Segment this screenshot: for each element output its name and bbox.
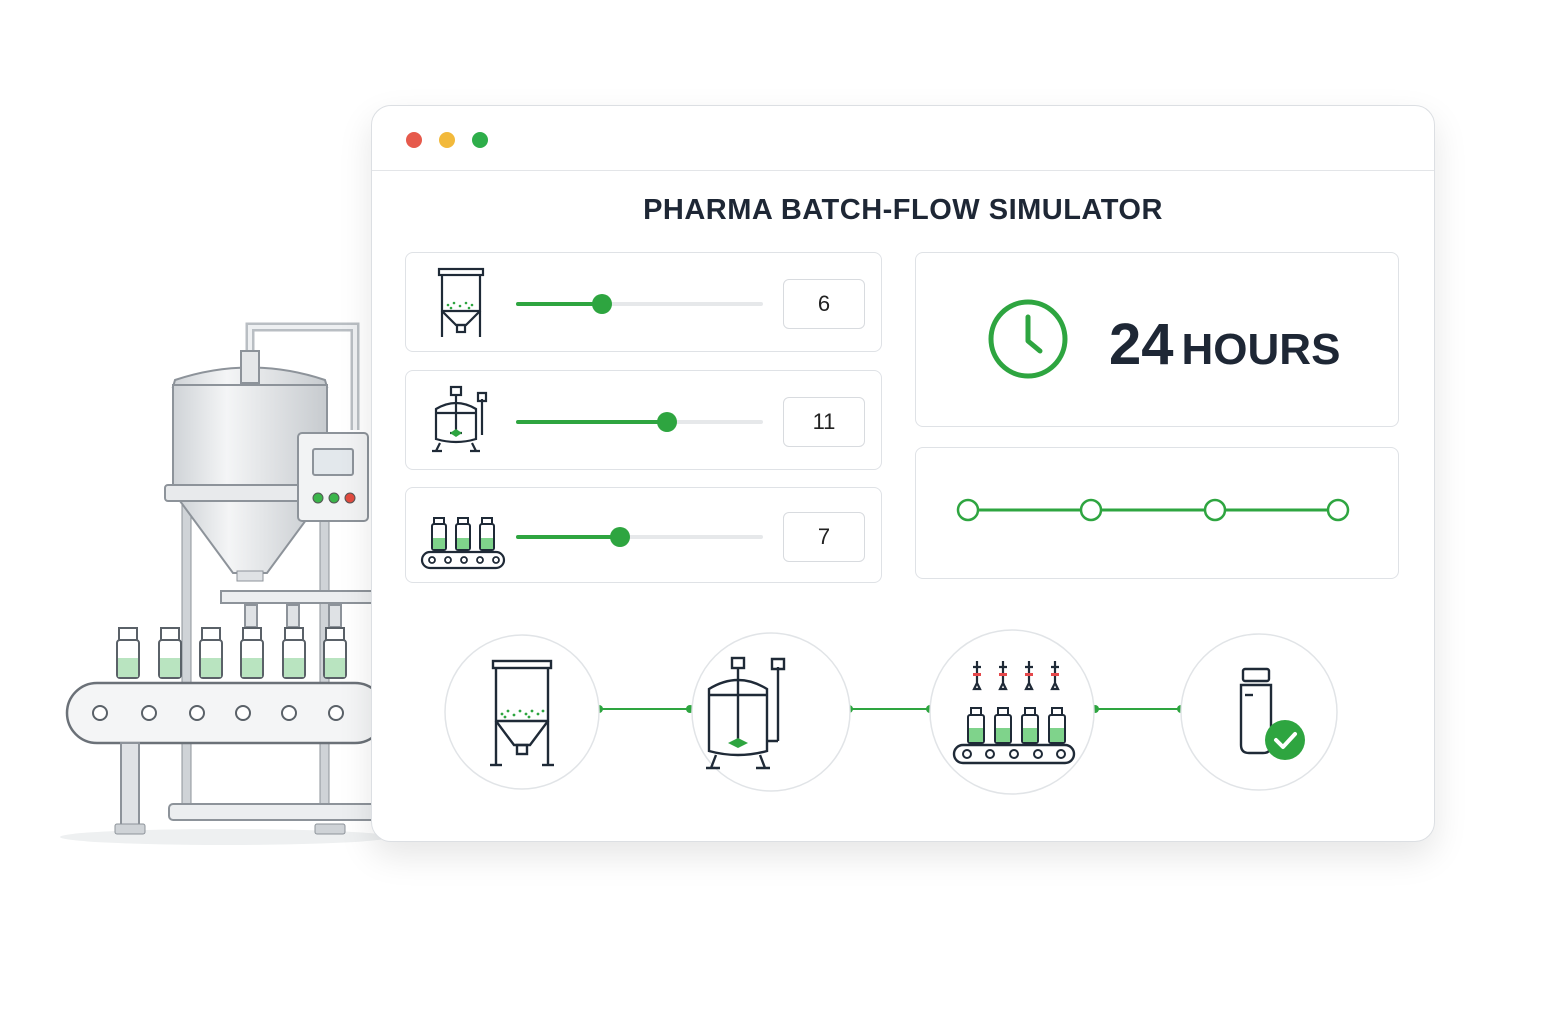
slider-thumb[interactable] [656, 412, 677, 432]
clock-icon [988, 299, 1068, 379]
flow-step-silo[interactable] [444, 634, 600, 790]
slider-card-silo: 6 [405, 252, 882, 352]
flow-step-release[interactable] [1180, 633, 1338, 791]
slider-card-conveyor: 7 [405, 487, 882, 583]
app-window: PHARMA BATCH-FLOW SIMULATOR 6 [371, 105, 1435, 842]
timeline-node[interactable] [1203, 498, 1227, 522]
reactor-icon [432, 385, 488, 453]
minimize-button[interactable] [439, 132, 455, 148]
slider-fill [516, 420, 667, 424]
value-field[interactable]: 7 [783, 512, 865, 562]
duration-value: 24 [1109, 312, 1174, 377]
filling-machine-illustration [60, 322, 385, 845]
slider-thumb[interactable] [609, 527, 630, 547]
timeline-node[interactable] [1326, 498, 1350, 522]
window-titlebar [372, 106, 1434, 171]
silo-icon [490, 659, 554, 767]
slider-fill [516, 302, 603, 306]
flow-step-filling[interactable] [929, 629, 1095, 795]
conveyor-icon [420, 517, 506, 570]
stage-timeline [956, 498, 1350, 522]
duration-unit: HOURS [1181, 325, 1341, 374]
batch-size-slider[interactable] [516, 294, 763, 314]
reaction-time-slider[interactable] [516, 412, 763, 432]
close-button[interactable] [406, 132, 422, 148]
throughput-slider[interactable] [516, 527, 763, 547]
flow-step-reactor[interactable] [691, 632, 851, 792]
approved-vial-icon [1239, 667, 1305, 760]
silo-icon [437, 267, 485, 337]
slider-card-reactor: 11 [405, 370, 882, 470]
reactor-icon [706, 656, 786, 770]
page-title: PHARMA BATCH-FLOW SIMULATOR [643, 194, 1163, 226]
process-flow [444, 629, 1338, 795]
value-field[interactable]: 6 [783, 279, 865, 329]
slider-thumb[interactable] [592, 294, 613, 314]
timeline-card [915, 447, 1399, 579]
slider-fill [516, 535, 620, 539]
timeline-node[interactable] [956, 498, 980, 522]
filling-line-icon [952, 661, 1076, 765]
timeline-node[interactable] [1079, 498, 1103, 522]
value-field[interactable]: 11 [783, 397, 865, 447]
maximize-button[interactable] [472, 132, 488, 148]
